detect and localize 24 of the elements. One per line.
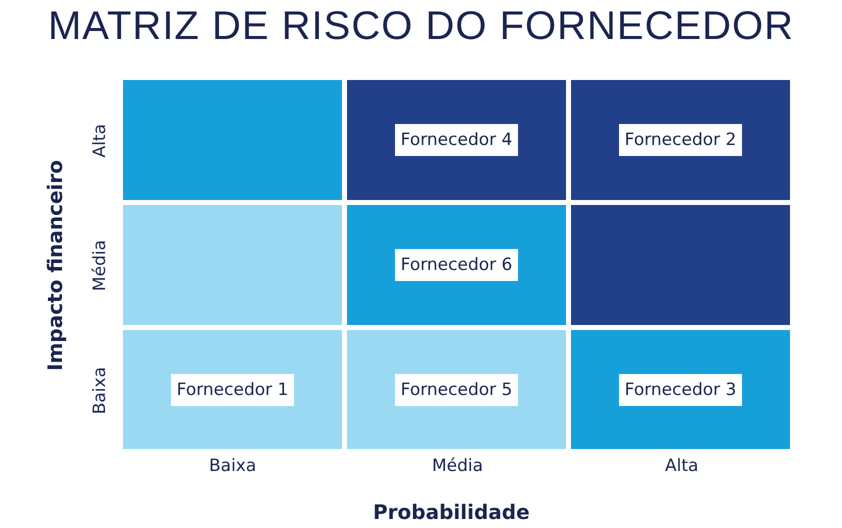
axis-title: Impacto financeiro [43,160,67,371]
matrix-cell [123,205,342,325]
axis-tick-label: Baixa [209,456,256,476]
matrix-cell [347,80,566,200]
axis-title: Probabilidade [373,500,530,524]
supplier-label: Fornecedor 1 [170,374,294,406]
matrix-cell [347,330,566,449]
supplier-label: Fornecedor 3 [618,374,742,406]
axis-tick-label: Média [90,240,110,292]
supplier-label: Fornecedor 4 [394,124,518,156]
matrix-cell [123,80,342,200]
supplier-label: Fornecedor 2 [618,124,742,156]
matrix-cell [571,80,790,200]
supplier-label: Fornecedor 6 [394,249,518,281]
matrix-cell [123,330,342,449]
axis-tick-label: Baixa [90,367,110,414]
axis-tick-label: Alta [90,124,110,158]
matrix-cell [571,330,790,449]
axis-tick-label: Média [432,456,484,476]
supplier-label: Fornecedor 5 [394,374,518,406]
matrix-cell [571,205,790,325]
axis-tick-label: Alta [665,456,698,476]
matrix-cell [347,205,566,325]
chart-title: MATRIZ DE RISCO DO FORNECEDOR [48,3,794,49]
